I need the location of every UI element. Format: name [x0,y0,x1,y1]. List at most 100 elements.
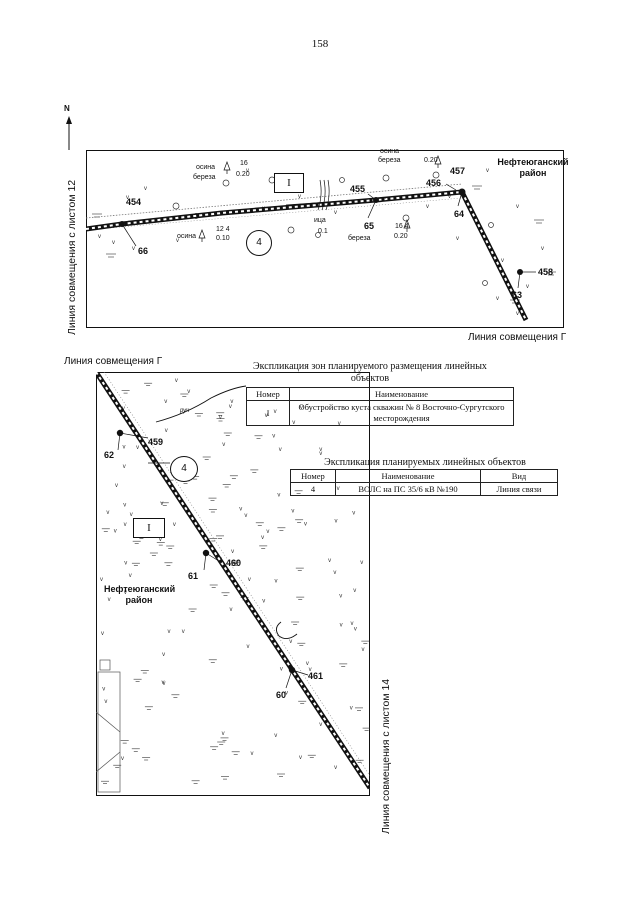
svg-text:v: v [333,570,336,576]
point-label: 64 [454,209,465,219]
svg-text:v: v [187,389,190,395]
svg-text:v: v [144,186,147,192]
svg-text:v: v [339,594,342,600]
svg-text:v: v [114,529,117,535]
svg-text:v: v [115,483,118,489]
svg-text:v: v [247,644,250,650]
point-label: 460 [226,558,242,568]
svg-text:v: v [335,519,338,525]
table-cell: 4 [290,482,336,496]
tree-species: осина [196,164,216,171]
tree-species: осина [177,233,197,240]
svg-text:v: v [304,522,307,528]
svg-text:v: v [229,404,232,410]
svg-text:v: v [275,579,278,585]
map-note: ица [314,217,326,224]
table-header: Номер [246,387,290,401]
svg-text:v: v [130,512,133,518]
tree-height: 12 4 [216,226,230,233]
table-header: Наименование [289,387,514,401]
svg-text:v: v [277,493,280,499]
svg-text:v: v [319,451,322,457]
svg-text:v: v [102,687,105,693]
table-cell: I [246,400,290,426]
svg-text:v: v [126,195,129,201]
svg-text:v: v [123,464,126,470]
objects-table: Номер Наименование Вид 4 ВОЛС на ПС 35/6… [290,469,558,496]
svg-text:v: v [352,511,355,517]
tree-species: береза [193,174,216,181]
object-marker: 4 [170,456,198,482]
tree-height: 16 4 [395,223,409,230]
svg-text:v: v [123,445,126,451]
svg-text:v: v [298,194,301,200]
svg-text:v: v [248,577,251,583]
svg-text:v: v [351,621,354,627]
svg-text:v: v [129,573,132,579]
svg-text:v: v [262,599,265,605]
point-label: 461 [308,671,324,681]
svg-text:v: v [328,558,331,564]
tree-height: 16 [240,160,248,167]
svg-text:v: v [123,503,126,509]
svg-text:v: v [124,522,127,528]
table-header: Наименование [335,469,481,483]
point-label: 454 [126,197,142,207]
svg-text:v: v [309,667,312,673]
page-number: 158 [311,38,329,50]
svg-text:v: v [104,699,107,705]
svg-text:v: v [160,501,163,507]
svg-text:v: v [289,639,292,645]
svg-text:v: v [122,406,125,412]
svg-text:v: v [173,522,176,528]
point-label: 459 [148,437,164,447]
svg-text:v: v [291,509,294,515]
point-label: 60 [276,690,287,700]
svg-text:v: v [106,510,109,516]
svg-text:v: v [112,240,115,246]
svg-text:v: v [231,549,234,555]
point-label: 455 [350,184,366,194]
svg-text:v: v [164,399,167,405]
table-header: Номер [290,469,336,483]
svg-text:v: v [516,311,519,317]
table-cell: Линия связи [480,482,558,496]
svg-text:v: v [285,691,288,697]
point-label: 457 [450,166,466,176]
svg-text:v: v [334,765,337,771]
svg-text:v: v [246,168,249,174]
zone-marker: I [274,173,304,193]
svg-text:v: v [362,647,365,653]
svg-text:v: v [350,706,353,712]
tree-diameter: 0.20 [236,171,250,178]
objects-table-title: Экспликация планируемых линейных объекто… [324,457,526,468]
svg-text:v: v [136,445,139,451]
svg-text:v: v [165,428,168,434]
svg-text:v: v [230,399,233,405]
svg-text:v: v [266,529,269,535]
tree-diameter: 0.20 [424,157,438,164]
svg-text:v: v [516,204,519,210]
district-label: Нефтеюганский район [497,157,569,178]
svg-text:v: v [526,284,529,290]
svg-text:v: v [334,210,337,216]
svg-text:v: v [101,631,104,637]
table-cell: Обустройство куста скважин № 8 Восточно-… [289,400,514,426]
svg-text:v: v [124,590,127,596]
svg-text:v: v [486,168,489,174]
zone-marker: I [133,518,165,538]
svg-text:v: v [230,607,233,613]
svg-text:v: v [98,234,101,240]
point-label: 456 [426,178,442,188]
svg-text:v: v [244,513,247,519]
svg-text:v: v [353,588,356,594]
svg-text:v: v [456,236,459,242]
svg-text:v: v [261,535,264,541]
svg-text:v: v [168,629,171,635]
top-side-label: Линия совмещения с листом 12 [66,179,78,335]
table-header: Вид [480,469,558,483]
svg-text:v: v [426,204,429,210]
point-label: 458 [538,267,554,277]
top-bottom-label: Линия совмещения Г [468,332,567,343]
svg-text:v: v [159,537,162,543]
